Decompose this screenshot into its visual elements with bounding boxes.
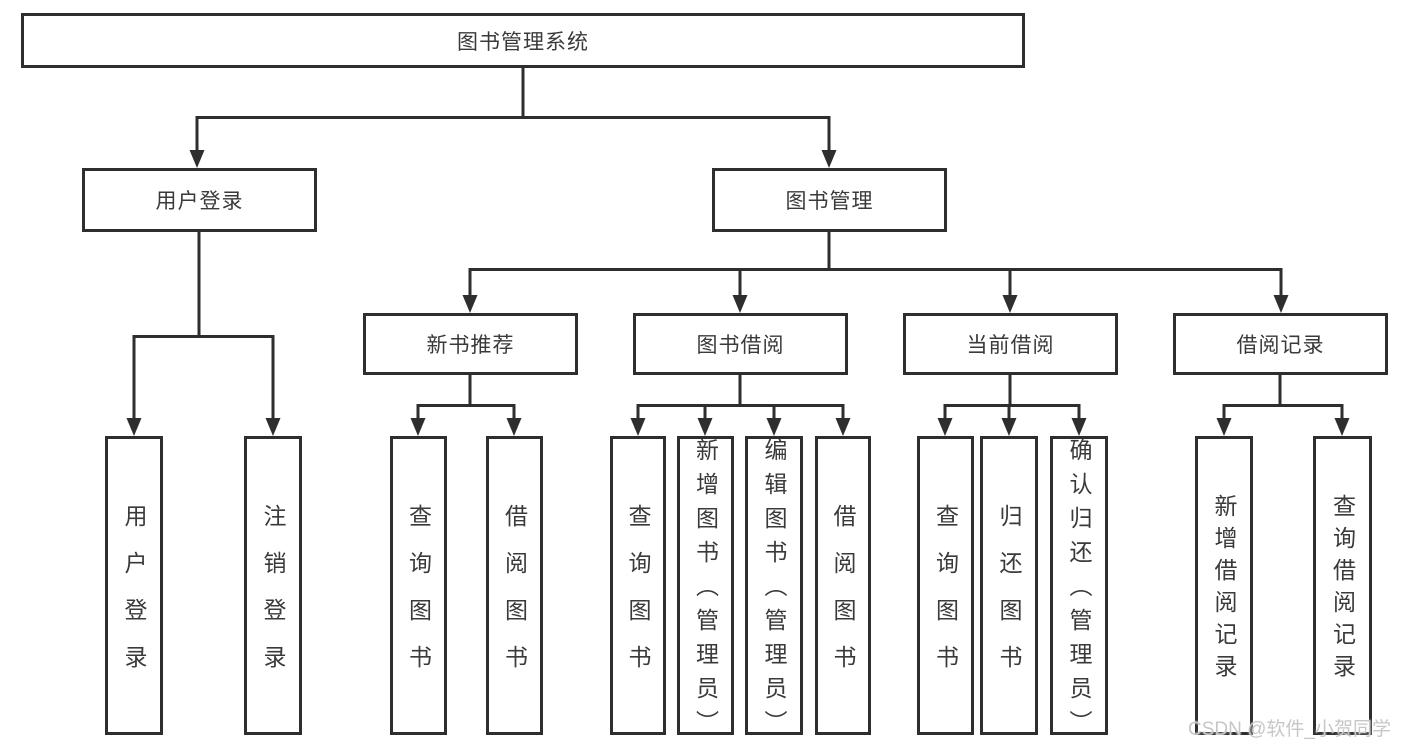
node-borrowing-records: 借阅记录 [1173,313,1388,375]
node-label: 借阅图书 [830,503,856,692]
node-label: 用户登录 [121,503,147,692]
node-label: 确认归还（管理员） [1066,438,1092,744]
node-label: 注销登录 [260,503,286,692]
node-library-management-system: 图书管理系统 [21,13,1025,68]
node-leaf-borrow-book-2: 借阅图书 [815,436,871,735]
node-label: 归还图书 [996,503,1022,692]
node-label: 借阅图书 [501,503,528,692]
node-user-login: 用户登录 [82,168,317,232]
csdn-watermark: CSDN @软件_小贺同学 [1188,719,1391,740]
node-book-management: 图书管理 [712,168,947,232]
node-label: 新增图书（管理员） [692,438,719,744]
node-leaf-confirm-return-admin: 确认归还（管理员） [1050,436,1108,744]
node-leaf-add-book-admin: 新增图书（管理员） [677,436,734,744]
node-label: 用户登录 [155,190,244,213]
node-label: 查询图书 [625,503,651,692]
node-label: 图书管理 [785,190,874,213]
node-leaf-query-borrow-record: 查询借阅记录 [1313,436,1372,735]
node-label: 图书借阅 [696,334,785,357]
node-leaf-edit-book-admin: 编辑图书（管理员） [745,436,803,744]
node-book-borrowing: 图书借阅 [633,313,848,375]
node-label: 查询图书 [932,503,959,692]
node-leaf-logout: 注销登录 [244,436,302,735]
node-leaf-query-book-1: 查询图书 [390,436,447,735]
node-label: 当前借阅 [966,334,1055,357]
node-label: 查询图书 [405,503,432,692]
node-leaf-add-borrow-record: 新增借阅记录 [1195,436,1253,735]
node-leaf-return-book: 归还图书 [980,436,1038,735]
node-label: 图书管理系统 [457,30,589,54]
node-label: 借阅记录 [1236,334,1325,357]
node-leaf-borrow-book-1: 借阅图书 [486,436,543,735]
node-leaf-query-book-2: 查询图书 [610,436,666,735]
node-label: 查询借阅记录 [1329,494,1356,686]
node-label: 新书推荐 [426,334,515,357]
node-current-borrowing: 当前借阅 [903,313,1118,375]
node-leaf-user-login: 用户登录 [105,436,163,735]
node-new-book-recommend: 新书推荐 [363,313,578,375]
node-label: 新增借阅记录 [1211,494,1237,686]
node-label: 编辑图书（管理员） [761,438,787,744]
node-leaf-query-book-3: 查询图书 [917,436,974,735]
